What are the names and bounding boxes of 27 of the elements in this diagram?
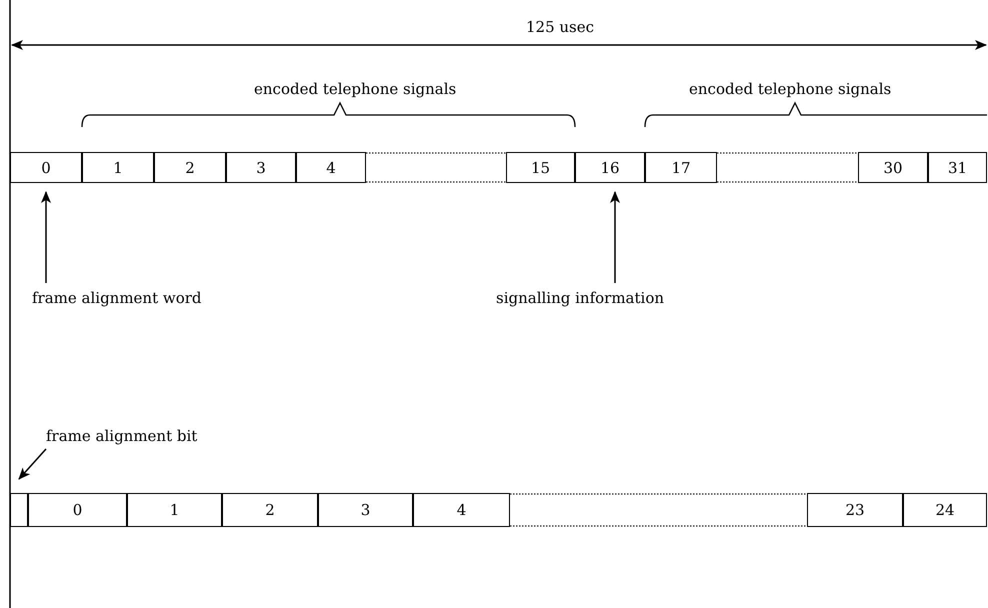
time-slot: 16 (575, 152, 645, 183)
time-slot: 30 (858, 152, 928, 183)
brace-label: encoded telephone signals (689, 80, 892, 98)
time-slot: 24 (903, 493, 987, 527)
time-slot: 4 (413, 493, 510, 527)
arrow (18, 448, 47, 480)
time-slot: 4 (296, 152, 366, 183)
arrow (41, 191, 51, 283)
dimension-label: 125 usec (526, 18, 594, 36)
time-slot: 0 (10, 152, 82, 183)
time-slot: 2 (154, 152, 226, 183)
brace-label: encoded telephone signals (254, 80, 456, 98)
arrow (610, 191, 620, 283)
time-slot: 31 (928, 152, 987, 183)
time-slot: 0 (28, 493, 127, 527)
time-slot: 23 (807, 493, 903, 527)
callout-text: frame alignment bit (46, 427, 198, 445)
time-slot: 3 (226, 152, 296, 183)
time-slot: 17 (645, 152, 717, 183)
bit-slot (10, 493, 28, 527)
time-slot: 1 (82, 152, 154, 183)
time-slot: 1 (127, 493, 222, 527)
time-slot: 2 (222, 493, 318, 527)
callout-text: signalling information (496, 289, 664, 307)
callout-text: frame alignment word (32, 289, 202, 307)
time-slot: 15 (506, 152, 575, 183)
time-slot: 3 (318, 493, 413, 527)
